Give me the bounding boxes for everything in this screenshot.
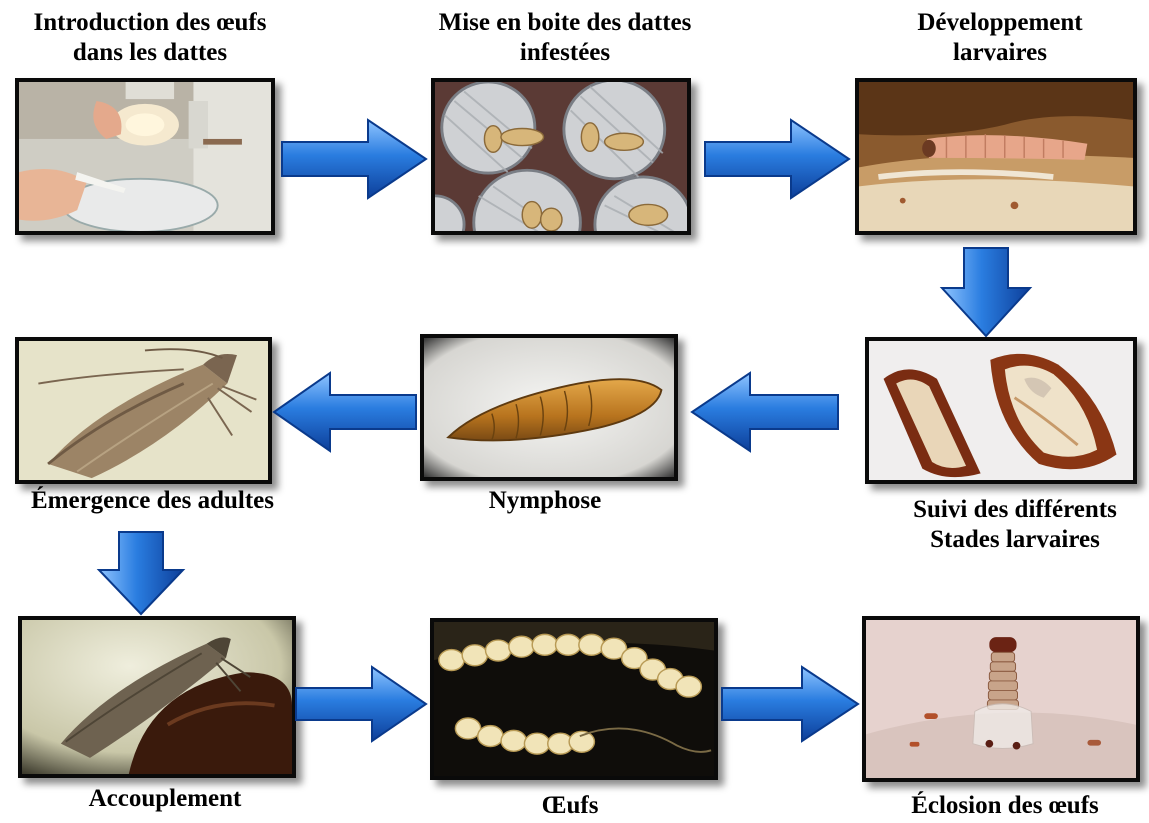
arrow-mise-en-boite-to-developpement [703, 118, 851, 200]
label-developpement: Développement larvaires [880, 8, 1120, 68]
block-arrow-icon [274, 373, 416, 451]
block-arrow-icon [99, 532, 183, 614]
arrow-suivi-to-nymphose [690, 371, 840, 453]
label-mise-en-boite: Mise en boite des dattes infestées [410, 8, 720, 68]
label-nymphose: Nymphose [440, 486, 650, 516]
microscope-egg-introduction-photo [15, 78, 275, 235]
label-oeufs: Œufs [480, 791, 660, 821]
larva-inside-date-photo [855, 78, 1137, 235]
block-arrow-icon [705, 120, 849, 198]
hatching-larva-photo [862, 616, 1140, 782]
dates-in-petri-dishes-photo [431, 78, 691, 235]
label-accouplement: Accouplement [50, 784, 280, 814]
label-introduction: Introduction des œufs dans les dattes [0, 8, 300, 68]
egg-chains-photo [430, 618, 718, 780]
adult-moth-photo [15, 337, 272, 484]
label-emergence: Émergence des adultes [0, 486, 305, 516]
arrow-emergence-to-accouplement [97, 530, 185, 616]
arrow-introduction-to-mise-en-boite [280, 118, 428, 200]
block-arrow-icon [296, 667, 426, 741]
arrow-developpement-to-suivi [940, 246, 1032, 338]
arrow-accouplement-to-oeufs [294, 665, 428, 743]
label-eclosion: Éclosion des œufs [880, 791, 1130, 821]
arrow-oeufs-to-eclosion [720, 665, 860, 743]
opened-dates-larval-stages-photo [865, 337, 1137, 484]
block-arrow-icon [692, 373, 838, 451]
block-arrow-icon [282, 120, 426, 198]
pupa-photo [420, 334, 678, 481]
mating-moth-on-date-photo [18, 616, 296, 778]
block-arrow-icon [722, 667, 858, 741]
label-suivi: Suivi des différents Stades larvaires [890, 495, 1140, 555]
arrow-nymphose-to-emergence [272, 371, 418, 453]
block-arrow-icon [942, 248, 1030, 336]
